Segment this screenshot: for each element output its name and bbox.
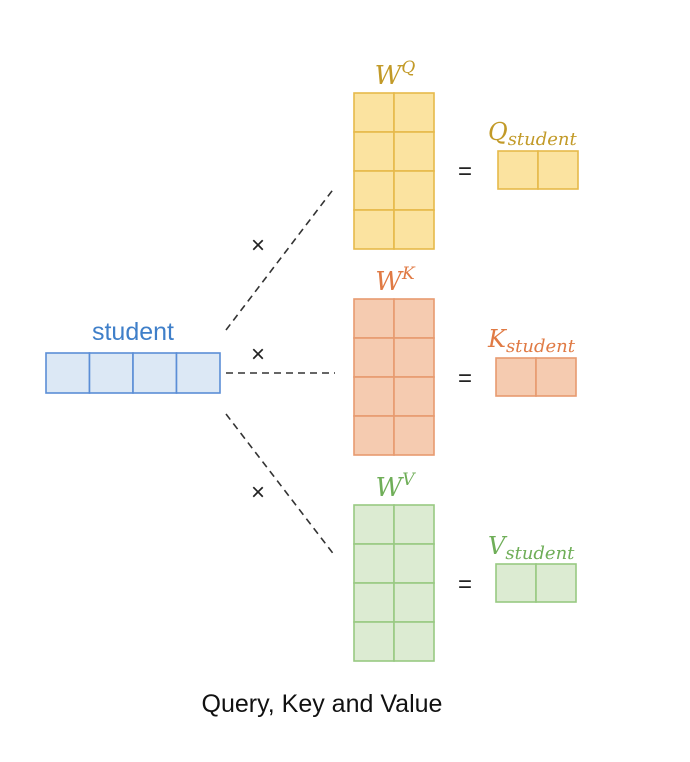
output-vector-cell-value [495, 563, 537, 603]
weight-matrix-cell-key [393, 415, 435, 456]
weight-symbol: W [375, 473, 404, 503]
equals-sign-value: = [458, 571, 472, 598]
weight-matrix-cell-value [393, 621, 435, 662]
connector-value [225, 413, 336, 557]
weight-symbol: W [375, 61, 404, 91]
equals-sign-query: = [458, 158, 472, 185]
multiply-sign-value: × [251, 479, 265, 506]
branch-value: WV=Vstudent [353, 470, 577, 662]
weight-matrix-cell-query [393, 131, 435, 172]
input-vector-cell [175, 352, 221, 394]
weight-matrix-cell-value [353, 543, 395, 584]
connector-query [225, 186, 336, 331]
branch-key: WK=Kstudent [353, 264, 577, 456]
input-vector-cell [45, 352, 91, 394]
weight-matrix-cell-query [353, 131, 395, 172]
weight-superscript: V [402, 470, 416, 490]
weight-matrix-cell-key [353, 415, 395, 456]
output-symbol: Q [488, 118, 508, 146]
weight-matrix-cell-value [353, 582, 395, 623]
multiply-sign-query: × [251, 232, 265, 259]
weight-matrix-cell-query [353, 170, 395, 211]
weight-superscript: Q [401, 58, 415, 78]
multiply-sign-key: × [251, 341, 265, 368]
weight-matrix-title-value: WV [375, 470, 416, 503]
weight-matrix-cell-key [353, 298, 395, 339]
output-vector-cell-query [537, 150, 579, 190]
branch-query: WQ=Qstudent [353, 58, 579, 250]
weight-matrix-title-query: WQ [375, 58, 416, 91]
output-vector-cell-key [495, 357, 537, 397]
weight-matrix-cell-value [393, 504, 435, 545]
weight-matrix-cell-query [353, 209, 395, 250]
weight-matrix-title-key: WK [375, 264, 416, 297]
equals-sign-key: = [458, 365, 472, 392]
input-label: student [92, 318, 174, 346]
weight-symbol: W [375, 267, 404, 297]
weight-matrix-cell-query [393, 170, 435, 211]
output-symbol: V [488, 532, 508, 560]
connectors [225, 186, 336, 557]
output-vector-cell-value [535, 563, 577, 603]
weight-matrix-cell-key [353, 376, 395, 417]
caption: Query, Key and Value [202, 690, 443, 718]
output-vector-cell-key [535, 357, 577, 397]
weight-matrix-cell-key [393, 337, 435, 378]
weight-matrix-cell-key [353, 337, 395, 378]
weight-matrix-cell-value [353, 621, 395, 662]
output-vector-cell-query [497, 150, 539, 190]
output-subscript: student [505, 543, 575, 564]
output-subscript: student [506, 336, 576, 357]
output-vector-title-value: Vstudent [488, 532, 575, 564]
weight-matrix-cell-key [393, 298, 435, 339]
weight-matrix-cell-value [393, 543, 435, 584]
input-vector-cell [132, 352, 178, 394]
weight-matrix-cell-query [393, 92, 435, 133]
output-subscript: student [508, 129, 578, 150]
output-vector-title-key: Kstudent [487, 325, 576, 357]
weight-matrix-cell-value [393, 582, 435, 623]
weight-matrix-cell-query [353, 92, 395, 133]
weight-matrix-cell-key [393, 376, 435, 417]
input-vector-cell [88, 352, 134, 394]
input-vector [45, 352, 221, 394]
weight-superscript: K [401, 264, 416, 284]
output-vector-title-query: Qstudent [488, 118, 578, 150]
weight-matrix-cell-value [353, 504, 395, 545]
output-symbol: K [487, 325, 508, 353]
weight-matrix-cell-query [393, 209, 435, 250]
